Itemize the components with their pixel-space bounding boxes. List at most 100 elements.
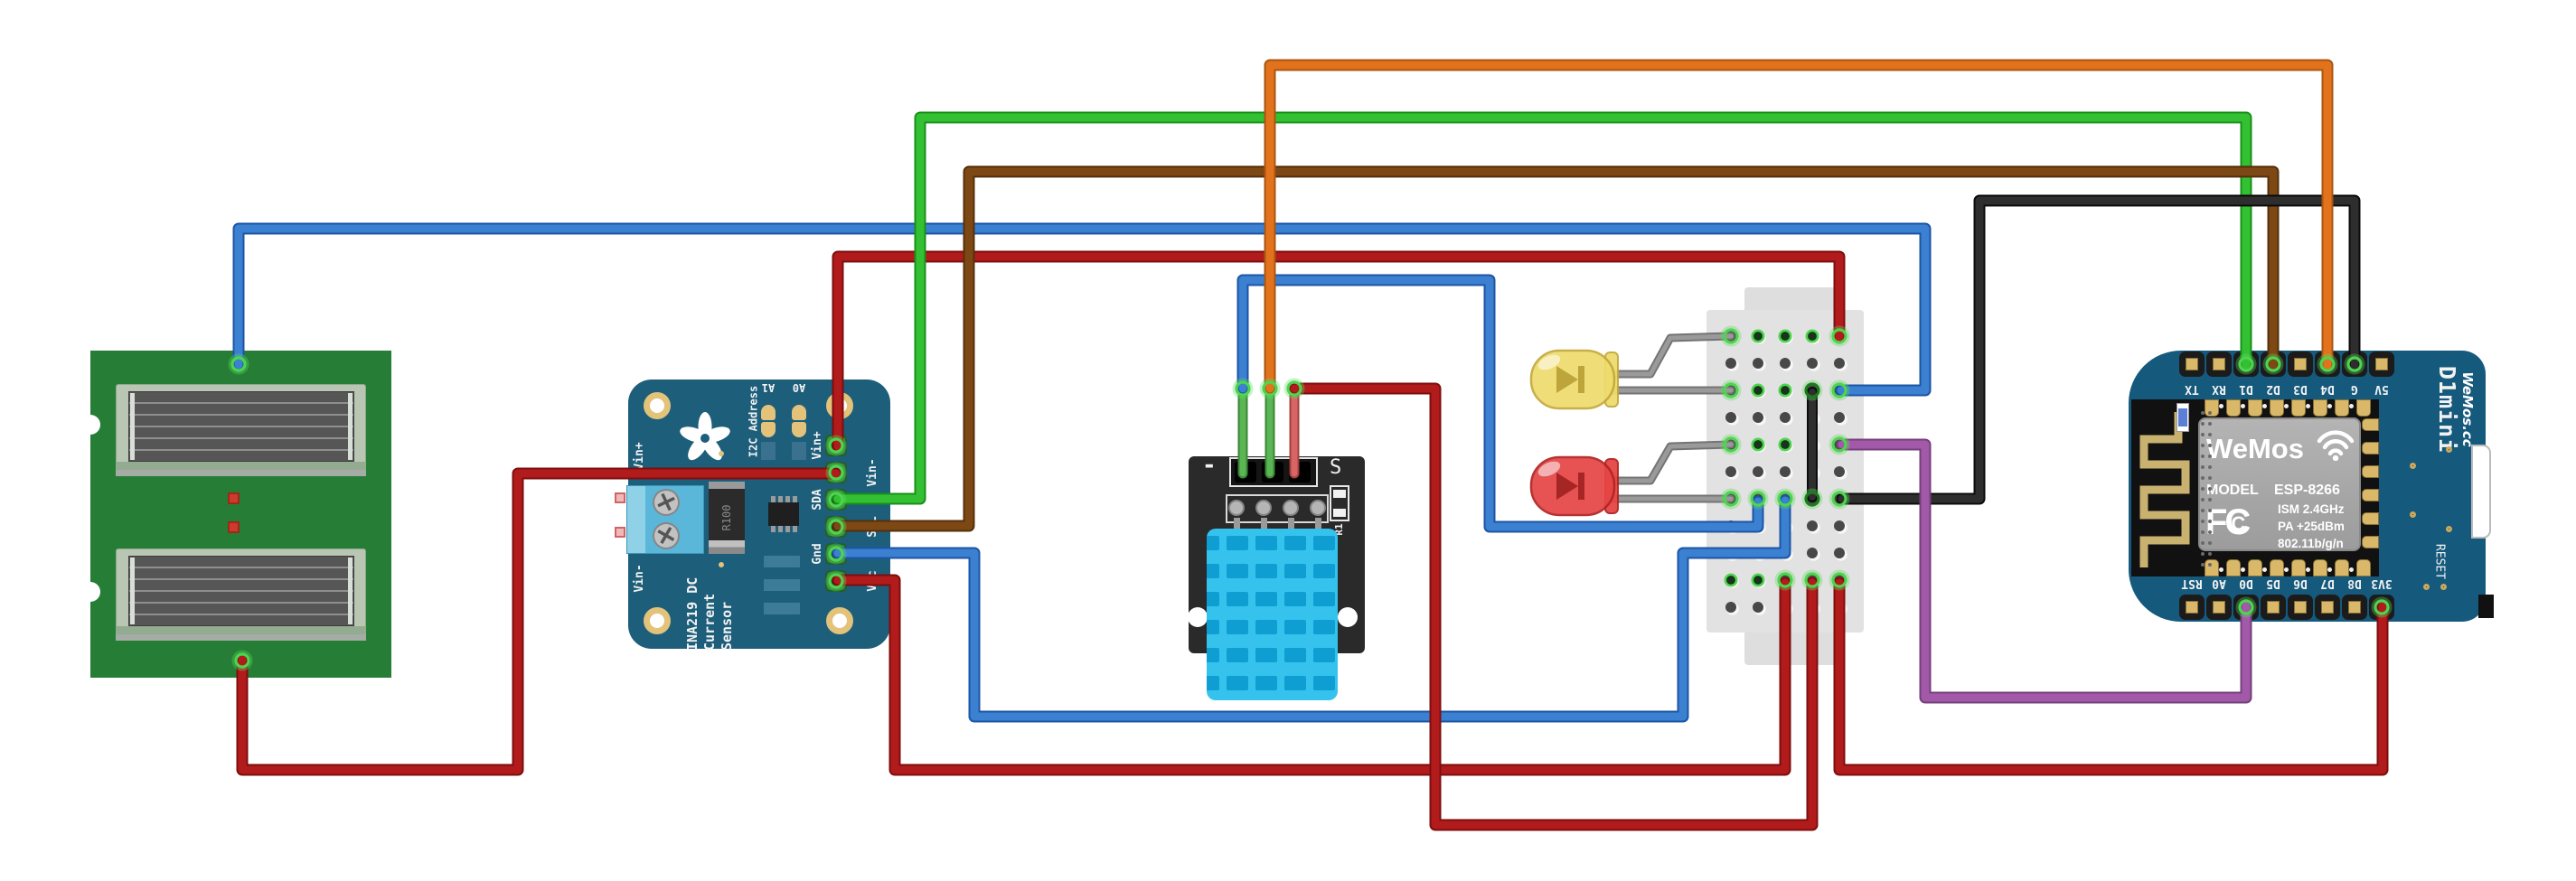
- connector-ring-glow: [2317, 353, 2338, 375]
- connector-ring-glow: [1829, 488, 1850, 510]
- breadboard-hole: [1780, 466, 1791, 477]
- led-red-leg-top-outline: [1607, 440, 1735, 485]
- breadboard-hole: [1725, 358, 1736, 369]
- connector-ring-glow: [1259, 378, 1281, 399]
- breadboard-hole: [1753, 412, 1763, 423]
- connector-ring-glow: [1232, 378, 1254, 399]
- connector-ring-glow: [825, 435, 847, 456]
- connector-ring: [2238, 599, 2254, 615]
- led-yellow-highlight: [1537, 354, 1561, 370]
- led-red-symbol-triangle: [1556, 473, 1578, 500]
- connector-ring-glow: [1801, 380, 1823, 401]
- connector-ring-glow: [1747, 488, 1769, 510]
- breadboard-hole: [1753, 602, 1763, 613]
- connector-ring: [1831, 328, 1847, 344]
- breadboard-hole: [1807, 520, 1818, 531]
- connector-ring-glow: [1829, 380, 1850, 401]
- connector-ring: [1777, 491, 1793, 507]
- connector-ring-glow: [825, 489, 847, 511]
- connector-ring-glow: [1774, 488, 1796, 510]
- connector-ring: [1831, 572, 1847, 588]
- connector-ring-glow: [1774, 569, 1796, 591]
- led-yellow-leg-top-outline: [1607, 332, 1735, 379]
- breadboard-hole-active: [1724, 573, 1738, 587]
- breadboard-hole: [1753, 466, 1763, 477]
- connector-ring: [230, 356, 247, 372]
- led-red-highlight: [1537, 461, 1561, 477]
- connector-ring-glow: [2344, 353, 2365, 375]
- wire-solarminus-to-vinminus-red-outline: [236, 467, 842, 776]
- wire-gnd-to-breadboard-blue: [833, 496, 1790, 721]
- connector-ring: [2238, 356, 2254, 372]
- connector-ring: [1804, 491, 1820, 507]
- connector-ring-glow: [1801, 569, 1823, 591]
- connector-ring: [1831, 491, 1847, 507]
- connector-ring: [1723, 436, 1739, 453]
- connector-ring: [828, 519, 844, 535]
- connector-ring-glow: [2371, 596, 2393, 618]
- connector-ring: [1804, 572, 1820, 588]
- connector-ring-glow: [1720, 434, 1742, 455]
- led-red-leg-top: [1609, 442, 1734, 483]
- connector-ring-glow: [825, 543, 847, 565]
- connector-ring: [234, 652, 250, 669]
- led-yellow-leg-top: [1609, 333, 1734, 377]
- connector-ring: [1235, 380, 1251, 397]
- connector-ring-glow: [1720, 380, 1742, 401]
- breadboard-hole: [1834, 358, 1845, 369]
- breadboard-hole: [1725, 412, 1736, 423]
- connector-ring: [1804, 382, 1820, 398]
- breadboard-hole-active: [1751, 383, 1765, 398]
- connector-ring: [1777, 572, 1793, 588]
- wire-solarminus-to-vinminus-red: [238, 469, 841, 774]
- connector-ring-glow: [1283, 378, 1305, 399]
- wire-breadboard-to-d0-purple: [1838, 440, 2251, 702]
- breadboard-hole: [1834, 466, 1845, 477]
- connector-ring: [2265, 356, 2281, 372]
- connector-ring-glow: [825, 516, 847, 538]
- connector-ring-glow: [231, 650, 253, 671]
- breadboard-hole: [1753, 358, 1763, 369]
- led-yellow: [1529, 349, 1619, 410]
- connector-ring: [1750, 491, 1766, 507]
- connector-ring-glow: [1720, 488, 1742, 510]
- led-red-symbol-bar: [1578, 473, 1584, 500]
- wire-dht-to-d4-orange: [1265, 61, 2332, 393]
- breadboard-hole-active: [1751, 437, 1765, 452]
- breadboard-hole-active: [1751, 573, 1765, 587]
- wire-dht-to-breadboard-blue: [1238, 276, 1763, 531]
- breadboard-hole: [1725, 602, 1736, 613]
- led-yellow-symbol-bar: [1578, 366, 1584, 393]
- connector-ring-glow: [2262, 353, 2284, 375]
- wire-gnd-to-breadboard-blue-outline: [832, 494, 1791, 723]
- connector-ring: [828, 492, 844, 508]
- connector-ring-glow: [2235, 353, 2257, 375]
- breadboard-hole-active: [1751, 329, 1765, 343]
- wire-g-to-breadboard-black: [1838, 196, 2359, 503]
- connector-ring: [828, 546, 844, 562]
- connector-ring: [828, 464, 844, 481]
- connector-ring-glow: [2235, 596, 2257, 618]
- connector-ring: [2319, 356, 2336, 372]
- wire-scl-to-d2-brown: [833, 167, 2278, 530]
- wire-breadboard-to-d0-purple-outline: [1836, 438, 2252, 704]
- connector-ring: [1262, 380, 1278, 397]
- wire-3v3-to-breadboard-red: [1835, 578, 2387, 774]
- led-red: [1529, 455, 1619, 517]
- wire-dht-signal-to-breadboard-red: [1290, 384, 1817, 829]
- connector-ring-glow: [1829, 434, 1850, 455]
- breadboard-hole-active: [1778, 437, 1792, 452]
- breadboard-hole: [1807, 548, 1818, 558]
- wire-vcc-to-breadboard-red: [833, 576, 1790, 774]
- connector-ring: [828, 437, 844, 454]
- wire-vinplus-to-breadboard-red: [833, 252, 1844, 451]
- led-yellow-symbol-triangle: [1556, 366, 1578, 393]
- connector-ring: [1723, 382, 1739, 398]
- connector-ring-glow: [825, 570, 847, 592]
- connector-ring: [1831, 382, 1847, 398]
- breadboard-hole: [1834, 548, 1845, 558]
- connector-ring-glow: [228, 353, 249, 375]
- connector-ring-glow: [825, 462, 847, 483]
